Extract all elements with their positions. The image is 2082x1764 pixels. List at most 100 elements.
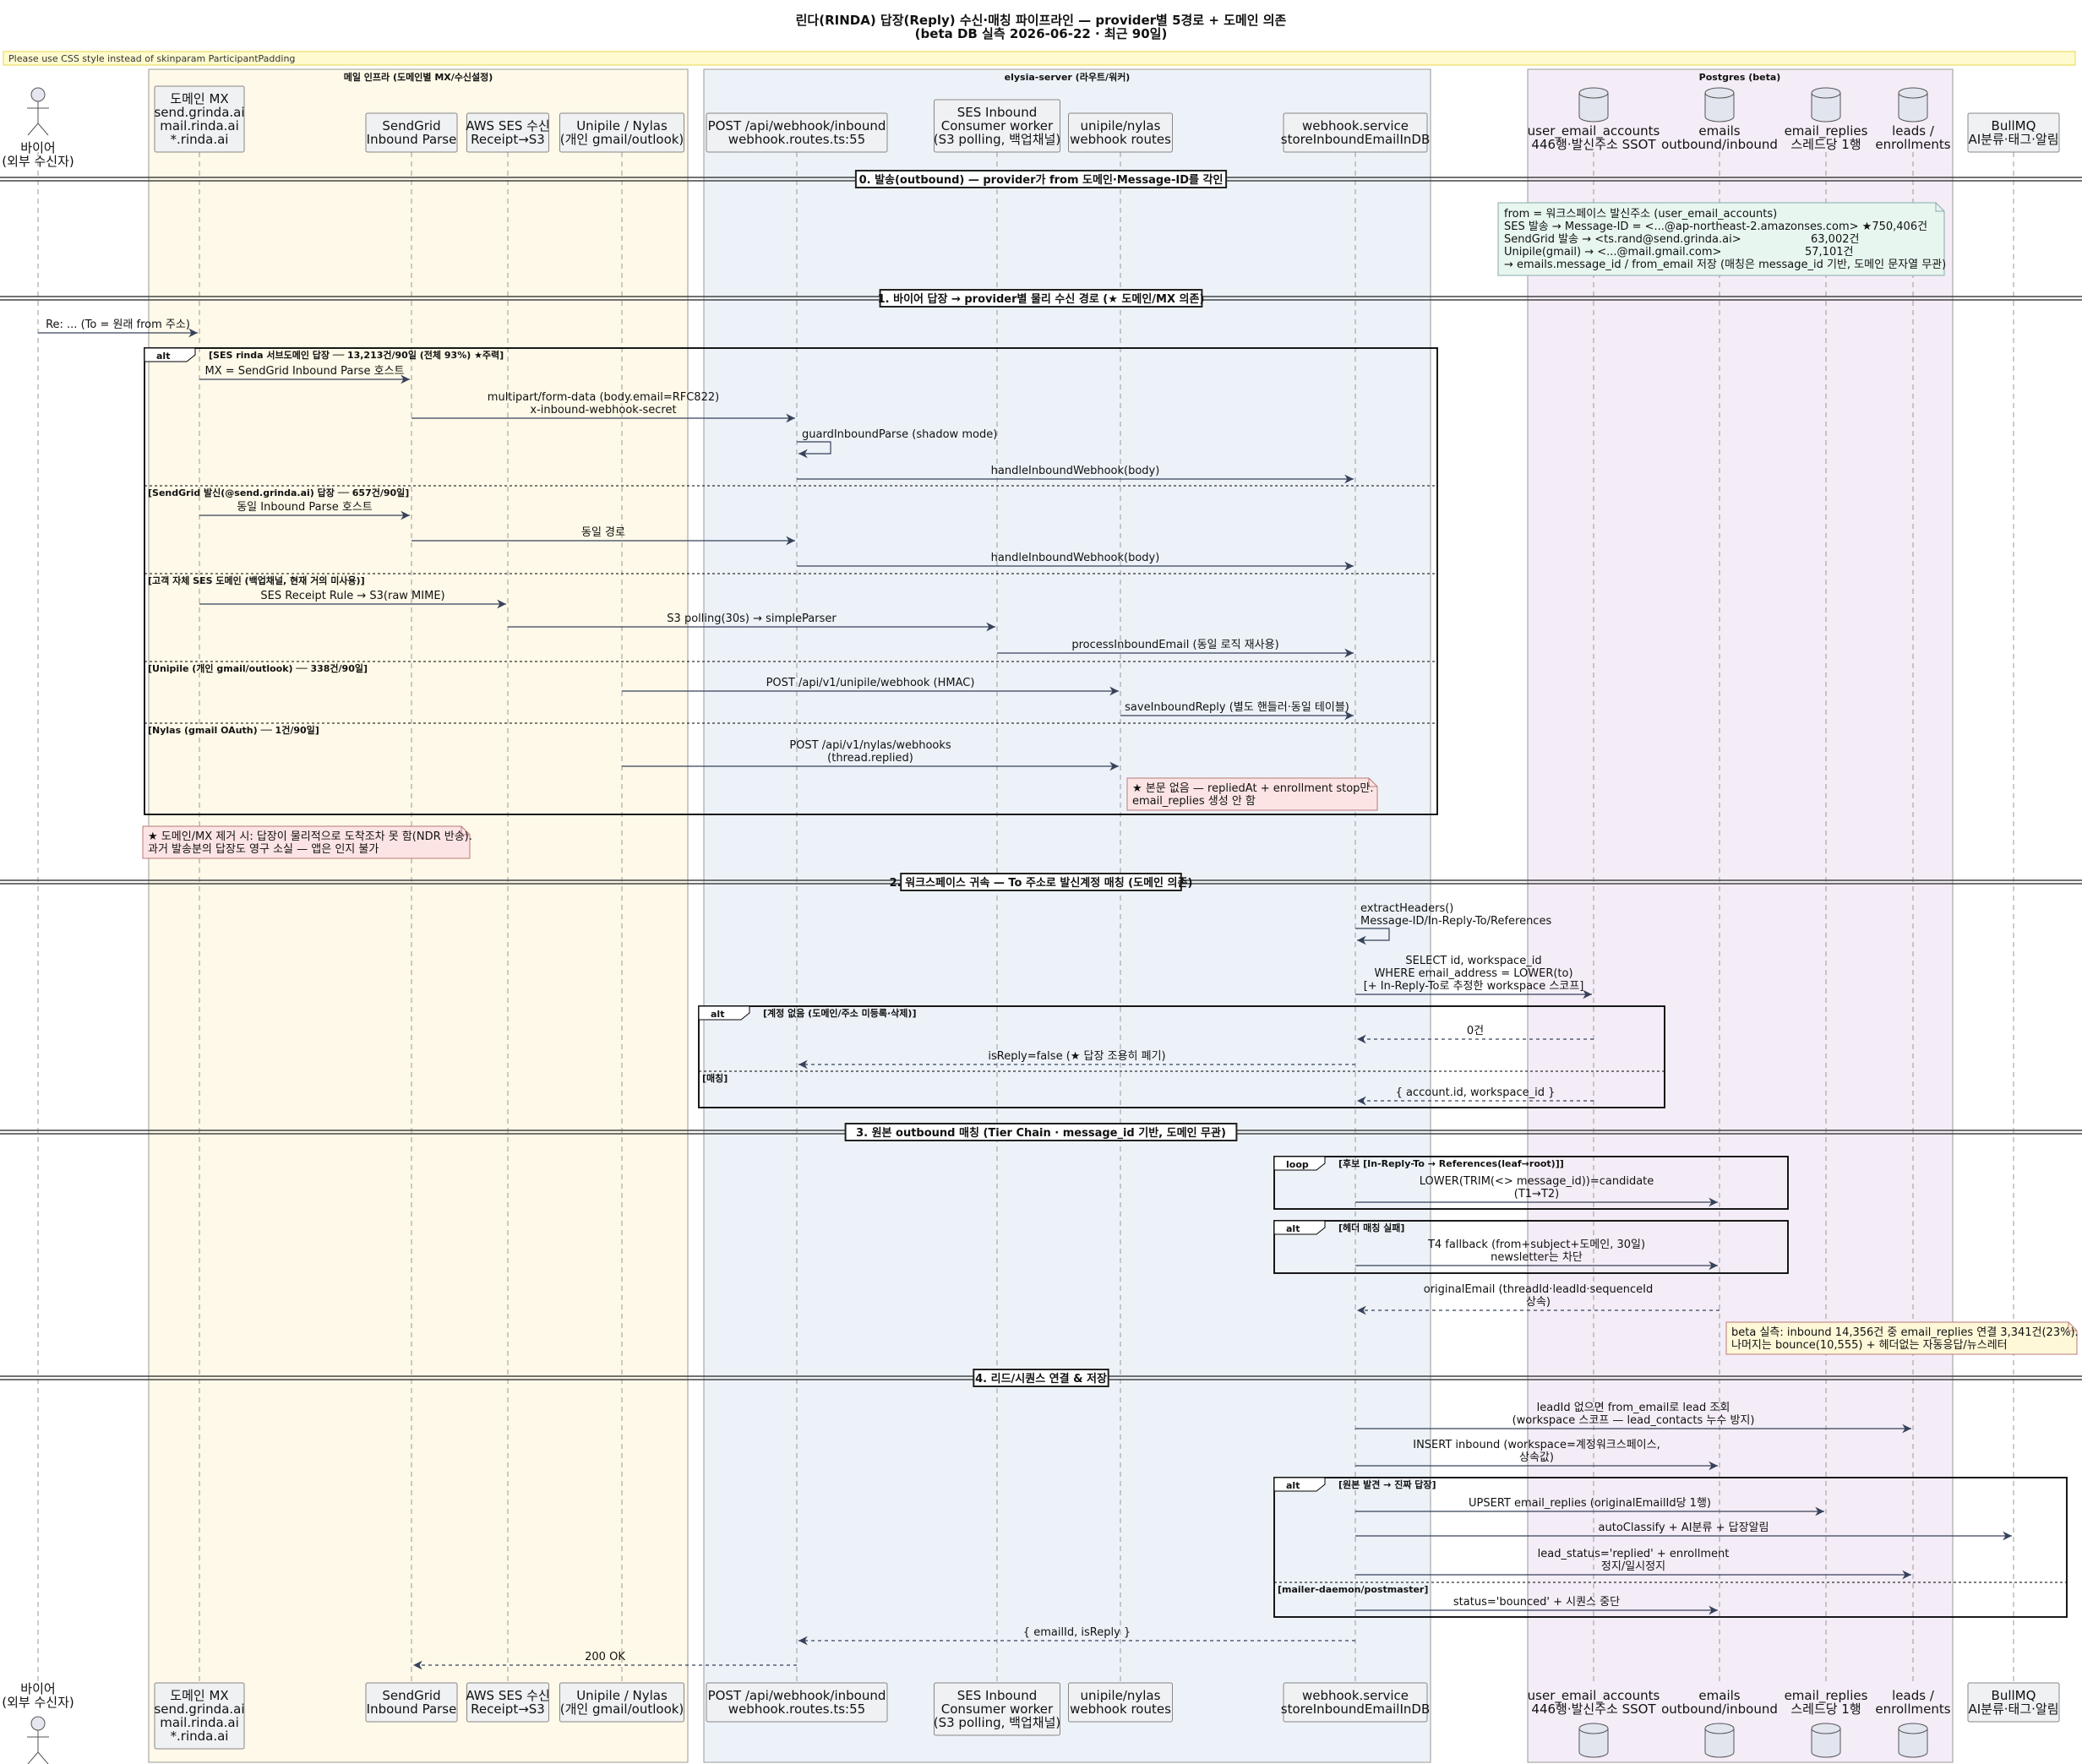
message-label: (T1→T2): [1514, 1188, 1559, 1200]
participant-user-email-accounts: user_email_accounts: [1528, 123, 1660, 139]
section-divider-label: 1. 바이어 답장 → provider별 물리 수신 경로 (★ 도메인/MX…: [878, 292, 1205, 306]
message-label: S3 polling(30s) → simpleParser: [667, 612, 837, 625]
db-rim: [1704, 1728, 1735, 1734]
participant-sendgrid: [365, 112, 458, 153]
fragment-loop-candidates: [1273, 1156, 1789, 1210]
participant-label: (개인 gmail/outlook): [560, 1701, 684, 1717]
db-email-replies-icon: [1811, 1723, 1841, 1758]
participant-label: 도메인 MX: [170, 1688, 228, 1703]
note-fold: [2068, 1322, 2077, 1331]
participant-post-inbound: [706, 1682, 888, 1723]
message-label: guardInboundParse (shadow mode): [802, 428, 997, 441]
participant-label: send.grinda.ai: [154, 1701, 244, 1717]
participant-user-email-accounts: user_email_accounts: [1528, 1688, 1660, 1704]
participant-label: unipile/nylas: [1081, 1688, 1161, 1703]
note-line: email_replies 생성 안 함: [1132, 795, 1256, 808]
message-label: 200 OK: [585, 1651, 625, 1663]
participant-label: SendGrid: [382, 1688, 440, 1703]
message-label: handleInboundWebhook(body): [991, 465, 1160, 477]
note-line: 나머지는 bounce(10,555) + 헤더없는 자동응답/뉴스레터: [1731, 1339, 2008, 1352]
participant-label: Consumer worker: [941, 1701, 1054, 1717]
participant-leads: enrollments: [1875, 1701, 1950, 1717]
fragment-guard: [mailer-daemon/postmaster]: [1278, 1584, 1428, 1595]
buyer-actor-leg: [37, 122, 49, 136]
participant-post-inbound: [706, 112, 888, 153]
participant-label: Consumer worker: [941, 118, 1054, 133]
message-label: INSERT inbound (workspace=계정워크스페이스,: [1413, 1439, 1660, 1451]
db-leads-icon: [1898, 87, 1928, 122]
self-message-arrow: [1355, 928, 1390, 945]
participant-label: webhook routes: [1070, 132, 1171, 147]
participant-emails: emails: [1698, 123, 1740, 139]
note-fold: [1935, 203, 1944, 212]
participant-buyer: 바이어: [20, 1681, 55, 1696]
note-fold: [1368, 778, 1377, 787]
message-label: autoClassify + AI분류 + 답장알림: [1599, 1522, 1769, 1534]
participant-label: Receipt→S3: [471, 1701, 545, 1717]
participant-label: *.rinda.ai: [171, 1729, 229, 1744]
message-label: 0건: [1467, 1025, 1484, 1037]
participant-unipile-routes: [1068, 1682, 1173, 1723]
section-divider-label: 4. 리드/시퀀스 연결 & 저장: [975, 1372, 1107, 1386]
participant-unipile-nylas: [559, 1682, 684, 1723]
message-label: 상속): [1526, 1296, 1551, 1309]
participant-label: SES Inbound: [957, 1688, 1037, 1703]
message-label: handleInboundWebhook(body): [991, 552, 1160, 564]
fragment-tab: [698, 1005, 750, 1021]
warning-text: Please use CSS style instead of skinpara…: [8, 53, 295, 64]
message-label: originalEmail (threadId·leadId·sequenceI…: [1424, 1283, 1653, 1296]
db-emails-icon: [1704, 87, 1735, 122]
participant-buyer: (외부 수신자): [2, 1695, 74, 1710]
participant-ses-consumer: [934, 99, 1060, 153]
participant-email-replies: 스레드당 1행: [1790, 1701, 1861, 1717]
mail-infra-box-title: 메일 인프라 (도메인별 MX/수신설정): [344, 71, 493, 83]
participant-aws-ses: [466, 1682, 549, 1723]
buyer-actor-leg: [37, 1751, 49, 1764]
participant-label: webhook.service: [1302, 118, 1409, 133]
participant-label: storeInboundEmailInDB: [1281, 1701, 1431, 1717]
note-line: beta 실측: inbound 14,356건 중 email_replies…: [1731, 1326, 2079, 1339]
fragment-tab: [1273, 1477, 1326, 1492]
message-label: T4 fallback (from+subject+도메인, 30일): [1427, 1239, 1645, 1251]
db-rim: [1578, 92, 1609, 99]
section-divider-box: [900, 873, 1182, 891]
message-label: saveInboundReply (별도 핸들러·동일 테이블): [1125, 700, 1349, 714]
participant-emails: emails: [1698, 1688, 1740, 1703]
participant-email-replies: email_replies: [1785, 1688, 1868, 1704]
db-email-replies-icon: [1811, 87, 1841, 122]
message-label: (workspace 스코프 — lead_contacts 누수 방지): [1512, 1414, 1755, 1427]
message-label: processInboundEmail (동일 로직 재사용): [1071, 639, 1278, 651]
message-label: isReply=false (★ 답장 조용히 폐기): [988, 1050, 1165, 1063]
message-label: 동일 Inbound Parse 호스트: [237, 501, 373, 514]
db-rim: [1898, 92, 1928, 99]
warning-banner: [3, 51, 2076, 66]
participant-unipile-routes: [1068, 112, 1173, 153]
participant-leads: leads /: [1892, 123, 1935, 139]
participant-label: storeInboundEmailInDB: [1281, 132, 1431, 147]
participant-user-email-accounts: 446행·발신주소 SSOT: [1531, 137, 1656, 152]
fragment-label: alt: [711, 1009, 724, 1020]
participant-label: BullMQ: [1992, 118, 2036, 133]
fragment-alt-store: [1273, 1477, 2068, 1618]
participant-ses-consumer: [934, 1682, 1060, 1736]
diagram-subtitle: (beta DB 실측 2026-06-22 · 최근 90일): [915, 26, 1168, 41]
note-line: from = 워크스페이스 발신주소 (user_email_accounts): [1504, 208, 1777, 220]
db-rim: [1811, 92, 1841, 99]
message-label: 정지/일시정지: [1601, 1560, 1665, 1573]
participant-buyer: (외부 수신자): [2, 154, 74, 169]
fragment-alt-paths: [144, 347, 1438, 815]
section-divider-box: [854, 170, 1228, 188]
participant-label: (S3 polling, 백업채널): [934, 1715, 1061, 1730]
message-label: (thread.replied): [827, 752, 913, 765]
participant-label: Receipt→S3: [471, 132, 545, 147]
message-label: SELECT id, workspace_id: [1405, 955, 1541, 967]
server-box-title: elysia-server (라우트/워커): [1005, 71, 1131, 83]
message-label: POST /api/v1/nylas/webhooks: [789, 739, 951, 752]
participant-label: SES Inbound: [957, 105, 1037, 120]
message-label: Re: ... (To = 원래 from 주소): [46, 318, 190, 331]
participant-label: (개인 gmail/outlook): [560, 132, 684, 147]
note-line: Unipile(gmail) → <...@mail.gmail.com>: [1504, 246, 1721, 259]
participant-domain-mx: [154, 1682, 245, 1750]
fragment-guard: [Unipile (개인 gmail/outlook) ── 338건/90일]: [148, 662, 368, 674]
participant-label: send.grinda.ai: [154, 105, 244, 120]
